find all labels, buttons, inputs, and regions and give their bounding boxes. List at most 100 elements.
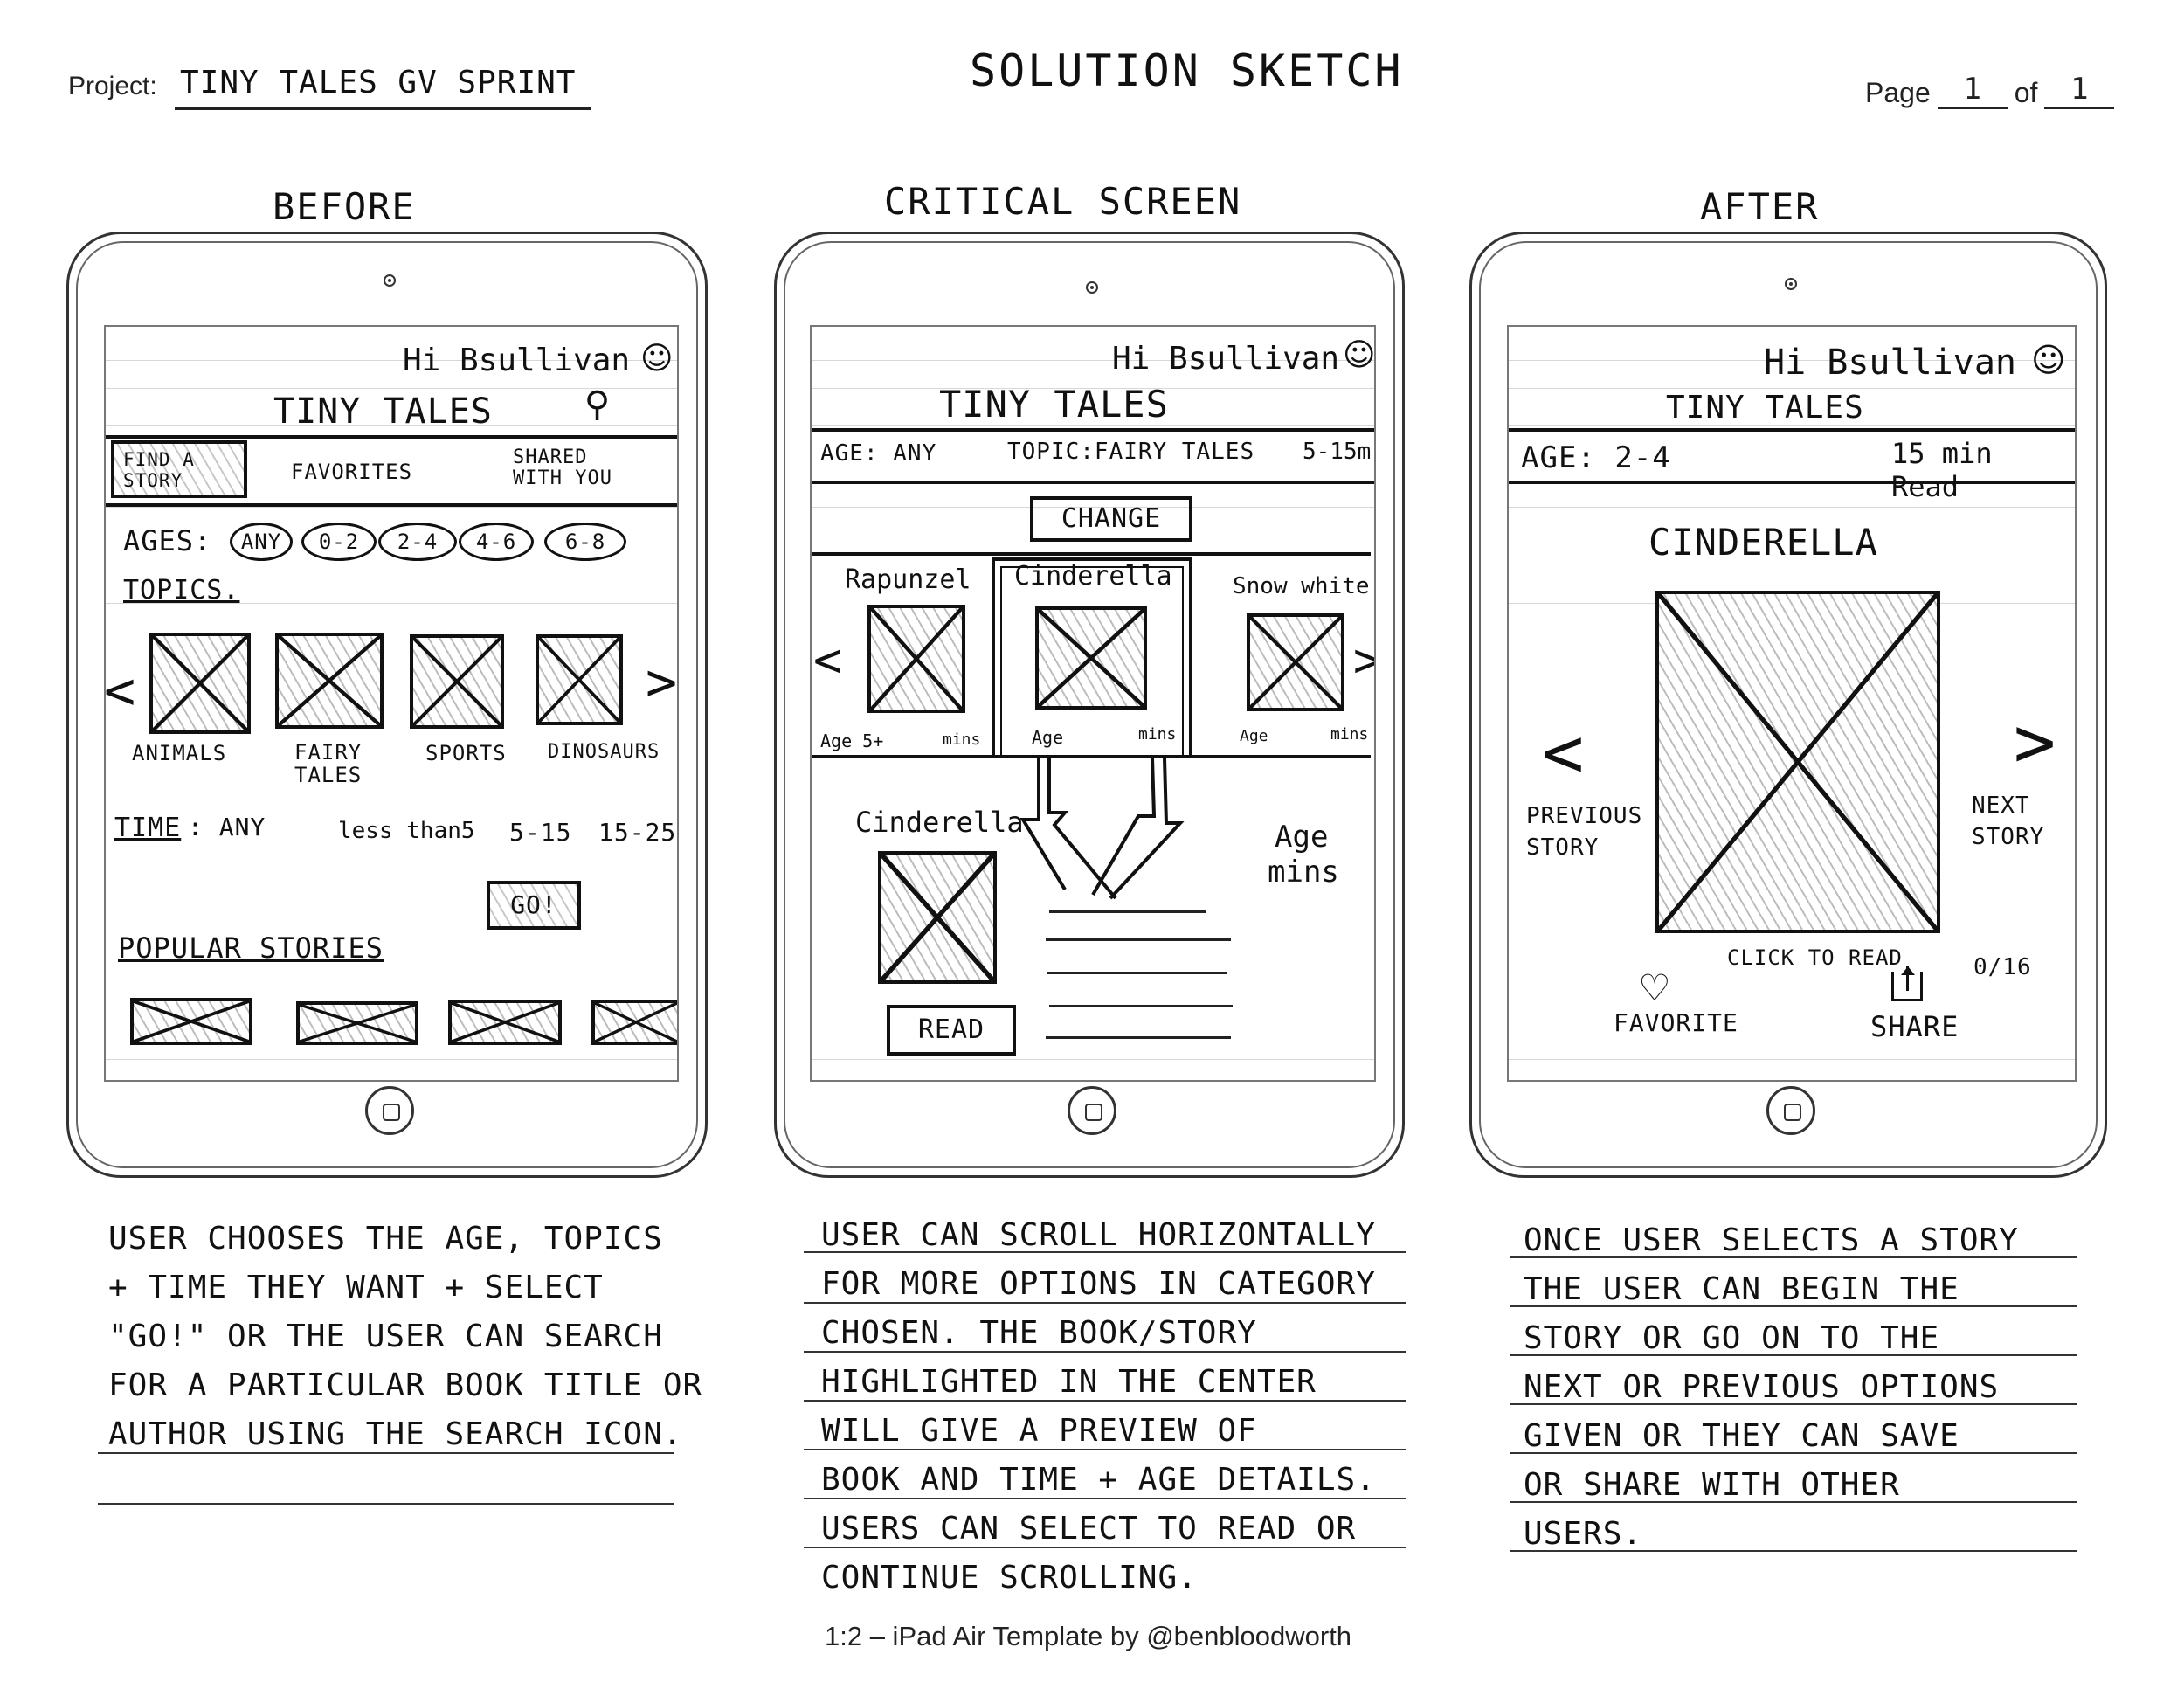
topic-image-animals[interactable]: [149, 633, 251, 734]
critical-description: USER CAN SCROLL HORIZONTALLY FOR MORE OP…: [821, 1211, 1450, 1603]
template-credit: 1:2 – iPad Air Template by @benbloodwort…: [825, 1621, 1352, 1651]
carousel-mins-cinderella: mins: [1138, 725, 1177, 744]
description-line: + TIME THEY WANT + SELECT: [108, 1270, 604, 1305]
next-story-label[interactable]: NEXT STORY: [1972, 793, 2045, 850]
click-to-read-label[interactable]: CLICK TO READ: [1727, 945, 1903, 970]
before-ipad-frame: Hi Bsullivan ☺ TINY TALES ⚲ FIND A STORY…: [66, 232, 708, 1178]
description-line: HIGHLIGHTED IN THE CENTER: [821, 1364, 1317, 1400]
description-line: "GO!" OR THE USER CAN SEARCH: [108, 1319, 663, 1354]
description-line: CONTINUE SCROLLING.: [821, 1560, 1198, 1596]
page-current: 1: [1937, 72, 2008, 109]
user-profile-icon[interactable]: ☺: [2031, 341, 2066, 379]
topic-image-dinosaurs[interactable]: [536, 634, 623, 725]
search-icon[interactable]: ⚲: [584, 384, 611, 425]
story-title: CINDERELLA: [1648, 521, 1878, 564]
age-option-2-4[interactable]: 2-4: [378, 523, 457, 561]
sheet-title: SOLUTION SKETCH: [970, 45, 1404, 96]
description-line: AUTHOR USING THE SEARCH ICON.: [108, 1416, 683, 1452]
topics-label: TOPICS.: [123, 575, 240, 606]
description-line: USER CHOOSES THE AGE, TOPICS: [108, 1221, 663, 1256]
description-line: USER CAN SCROLL HORIZONTALLY: [821, 1217, 1376, 1253]
page-indicator: Page 1 of 1: [1865, 72, 2115, 109]
time-option-any[interactable]: : ANY: [188, 813, 266, 841]
camera-icon: [1086, 281, 1098, 294]
carousel-image-snow-white[interactable]: [1247, 613, 1344, 711]
app-title: TINY TALES: [1666, 390, 1864, 426]
topic-image-fairy-tales[interactable]: [275, 633, 384, 729]
filter-age[interactable]: AGE: ANY: [820, 440, 937, 467]
home-button[interactable]: [1766, 1086, 1815, 1135]
carousel-mins-snow-white: mins: [1330, 725, 1369, 744]
share-icon[interactable]: [1891, 966, 1923, 1001]
carousel-age-cinderella: Age: [1032, 727, 1064, 748]
carousel-title-rapunzel: Rapunzel: [845, 564, 971, 595]
description-line: USERS.: [1524, 1516, 1643, 1552]
next-story-arrow-icon[interactable]: >: [2014, 702, 2057, 783]
age-option-0-2[interactable]: 0-2: [301, 523, 377, 561]
user-profile-icon[interactable]: ☺: [640, 341, 674, 377]
home-button[interactable]: [365, 1086, 414, 1135]
change-button[interactable]: CHANGE: [1030, 496, 1192, 542]
ipad-bezel: [76, 241, 698, 1168]
popular-story-3[interactable]: [448, 1000, 562, 1045]
filter-topic[interactable]: TOPIC:FAIRY TALES: [1007, 439, 1255, 465]
project-label: Project:: [68, 72, 157, 100]
age-option-any[interactable]: ANY: [230, 523, 293, 561]
carousel-image-rapunzel[interactable]: [867, 605, 965, 713]
before-screen: Hi Bsullivan ☺ TINY TALES ⚲ FIND A STORY…: [104, 325, 679, 1082]
description-line: GIVEN OR THEY CAN SAVE: [1524, 1418, 1959, 1454]
next-arrow-icon[interactable]: >: [646, 652, 679, 713]
description-line: THE USER CAN BEGIN THE: [1524, 1271, 1959, 1307]
after-screen: Hi Bsullivan ☺ TINY TALES AGE: 2-4 15 mi…: [1507, 325, 2077, 1082]
description-line: USERS CAN SELECT TO READ OR: [821, 1511, 1357, 1547]
story-age: AGE: 2-4: [1521, 440, 1671, 475]
before-description: USER CHOOSES THE AGE, TOPICS + TIME THEY…: [108, 1215, 737, 1459]
age-option-6-8[interactable]: 6-8: [544, 523, 626, 561]
heart-icon[interactable]: ♡: [1638, 966, 1671, 1009]
preview-book-image[interactable]: [878, 851, 997, 984]
page-label: Page: [1865, 77, 1931, 108]
topic-image-sports[interactable]: [410, 634, 504, 729]
previous-story-label[interactable]: PREVIOUS STORY: [1526, 803, 1643, 861]
description-line: BOOK AND TIME + AGE DETAILS.: [821, 1462, 1376, 1498]
camera-icon: [1785, 278, 1797, 290]
prev-arrow-icon[interactable]: <: [104, 661, 137, 722]
preview-meta-age: Age: [1275, 820, 1329, 855]
tab-shared-with-you[interactable]: SHARED WITH YOU: [513, 447, 612, 489]
go-button[interactable]: GO!: [487, 881, 581, 930]
preview-title: Cinderella: [855, 806, 1024, 839]
time-option-15-25[interactable]: 15-25: [598, 818, 677, 847]
tab-favorites[interactable]: FAVORITES: [291, 460, 413, 484]
preview-meta-mins: mins: [1268, 855, 1339, 890]
greeting: Hi Bsullivan: [1764, 343, 2016, 383]
carousel-age-snow-white: Age: [1240, 727, 1268, 745]
time-option-5-15[interactable]: 5-15: [509, 818, 572, 847]
after-title: AFTER: [1700, 185, 1820, 228]
favorite-label[interactable]: FAVORITE: [1614, 1008, 1738, 1037]
carousel-title-snow-white: Snow white: [1233, 573, 1370, 599]
carousel-title-cinderella: Cinderella: [1014, 561, 1172, 592]
popular-story-2[interactable]: [296, 1001, 418, 1045]
description-line: CHOSEN. THE BOOK/STORY: [821, 1315, 1257, 1351]
tab-find-a-story[interactable]: FIND A STORY: [111, 440, 247, 498]
time-option-less-than-5[interactable]: less than5: [338, 818, 475, 844]
previous-story-arrow-icon[interactable]: <: [1542, 712, 1586, 793]
filter-time[interactable]: 5-15m: [1303, 439, 1372, 465]
popular-stories-label: POPULAR STORIES: [118, 931, 384, 965]
ipad-bezel: [1479, 241, 2098, 1168]
carousel-image-cinderella[interactable]: [1035, 606, 1147, 710]
after-ipad-frame: Hi Bsullivan ☺ TINY TALES AGE: 2-4 15 mi…: [1469, 232, 2107, 1178]
critical-screen: Hi Bsullivan ☺ TINY TALES AGE: ANY TOPIC…: [810, 325, 1376, 1082]
story-cover-image[interactable]: [1655, 591, 1940, 933]
carousel-next-arrow-icon[interactable]: >: [1353, 633, 1374, 688]
home-button[interactable]: [1068, 1086, 1116, 1135]
read-button[interactable]: READ: [887, 1005, 1016, 1056]
popular-story-4[interactable]: [591, 1000, 677, 1045]
app-title: TINY TALES: [939, 383, 1169, 426]
user-profile-icon[interactable]: ☺: [1343, 337, 1376, 373]
after-description: ONCE USER SELECTS A STORY THE USER CAN B…: [1524, 1216, 2135, 1559]
share-label[interactable]: SHARE: [1870, 1010, 1959, 1043]
age-option-4-6[interactable]: 4-6: [459, 523, 534, 561]
carousel-prev-arrow-icon[interactable]: <: [813, 633, 843, 688]
popular-story-1[interactable]: [130, 998, 252, 1045]
